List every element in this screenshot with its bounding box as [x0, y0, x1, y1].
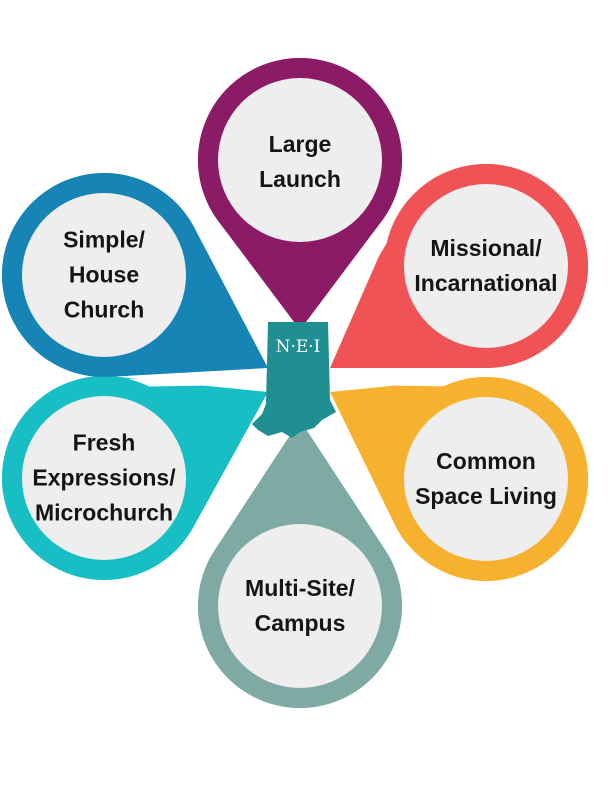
label-line: Large [268, 131, 332, 157]
label-line: Simple/ [63, 226, 145, 253]
label-multi-site-campus: Multi-Site/Campus [215, 571, 385, 641]
label-line: Campus [254, 610, 346, 636]
separator-line [296, 377, 484, 693]
indiana-map-icon [252, 322, 336, 438]
nei-logo: N·E·I [252, 322, 336, 438]
label-line: Expressions/ [32, 464, 176, 491]
petal-inner-circle [218, 524, 382, 688]
label-line: Space Living [415, 483, 557, 509]
petal-inner-circle [404, 397, 568, 561]
label-line: Common [436, 448, 536, 474]
petal-inner-circle [22, 396, 186, 560]
petal-inner-circle [218, 78, 382, 242]
logo-text: N·E·I [276, 337, 321, 357]
petal-inner-circle [404, 184, 568, 348]
label-missional-incarnational: Missional/Incarnational [401, 231, 571, 301]
label-line: Microchurch [34, 499, 174, 526]
petal-inner-circle [22, 193, 186, 357]
label-line: Incarnational [414, 270, 558, 296]
label-line: House [68, 261, 140, 288]
separator-line [296, 77, 484, 383]
label-line: Launch [259, 166, 341, 192]
label-line: Church [63, 296, 145, 323]
separator-line [0, 376, 301, 389]
label-line: Fresh [72, 429, 136, 456]
label-line: Missional/ [430, 235, 542, 261]
label-line: Multi-Site/ [245, 575, 355, 601]
